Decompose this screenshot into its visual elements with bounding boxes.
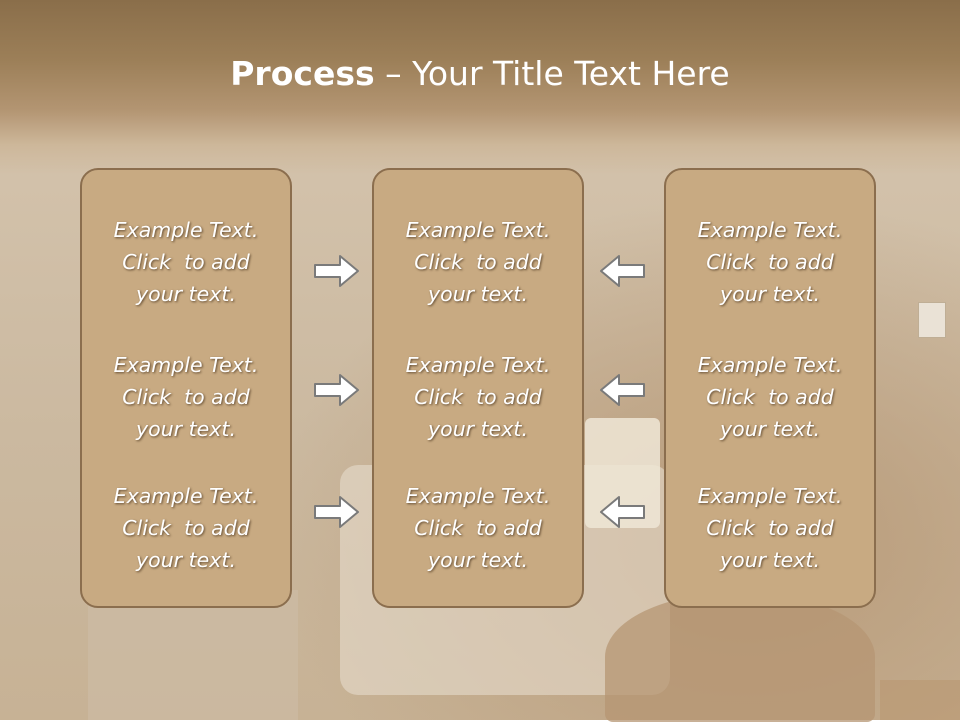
arrow-right-icon[interactable] [314, 373, 360, 407]
text-line: Example Text. [113, 218, 259, 242]
text-item[interactable]: Example Text. Click to add your text. [374, 480, 582, 576]
text-line: Click to add [122, 516, 250, 540]
text-line: your text. [720, 548, 820, 572]
text-line: Click to add [414, 516, 542, 540]
text-line: Click to add [414, 385, 542, 409]
process-box-right[interactable]: Example Text. Click to add your text. Ex… [664, 168, 876, 608]
text-line: your text. [428, 282, 528, 306]
text-line: Example Text. [113, 353, 259, 377]
background-light-switch [918, 302, 946, 338]
text-item[interactable]: Example Text. Click to add your text. [374, 214, 582, 310]
text-line: Click to add [122, 385, 250, 409]
slide-title[interactable]: Process – Your Title Text Here [0, 54, 960, 93]
background-table [605, 592, 875, 722]
process-box-center[interactable]: Example Text. Click to add your text. Ex… [372, 168, 584, 608]
title-rest: – Your Title Text Here [374, 54, 730, 93]
text-line: Example Text. [405, 484, 551, 508]
text-item[interactable]: Example Text. Click to add your text. [666, 349, 874, 445]
text-line: Click to add [706, 250, 834, 274]
text-line: Example Text. [697, 218, 843, 242]
text-line: your text. [428, 548, 528, 572]
text-line: your text. [136, 282, 236, 306]
text-line: your text. [136, 417, 236, 441]
text-item[interactable]: Example Text. Click to add your text. [82, 214, 290, 310]
text-item[interactable]: Example Text. Click to add your text. [666, 214, 874, 310]
text-item[interactable]: Example Text. Click to add your text. [666, 480, 874, 576]
background-chair [88, 590, 298, 720]
text-line: Click to add [706, 516, 834, 540]
arrow-left-icon[interactable] [599, 254, 645, 288]
arrow-right-icon[interactable] [314, 495, 360, 529]
arrow-left-icon[interactable] [599, 495, 645, 529]
title-bold: Process [230, 54, 375, 93]
text-line: your text. [136, 548, 236, 572]
arrow-right-icon[interactable] [314, 254, 360, 288]
text-line: Click to add [122, 250, 250, 274]
text-line: Example Text. [405, 218, 551, 242]
text-line: Example Text. [697, 353, 843, 377]
text-line: Example Text. [697, 484, 843, 508]
process-box-left[interactable]: Example Text. Click to add your text. Ex… [80, 168, 292, 608]
arrow-left-icon[interactable] [599, 373, 645, 407]
text-line: Click to add [414, 250, 542, 274]
text-line: Example Text. [113, 484, 259, 508]
text-line: your text. [720, 282, 820, 306]
text-item[interactable]: Example Text. Click to add your text. [374, 349, 582, 445]
text-item[interactable]: Example Text. Click to add your text. [82, 349, 290, 445]
text-line: Example Text. [405, 353, 551, 377]
text-item[interactable]: Example Text. Click to add your text. [82, 480, 290, 576]
text-line: your text. [428, 417, 528, 441]
text-line: Click to add [706, 385, 834, 409]
text-line: your text. [720, 417, 820, 441]
background-rug [880, 680, 960, 720]
